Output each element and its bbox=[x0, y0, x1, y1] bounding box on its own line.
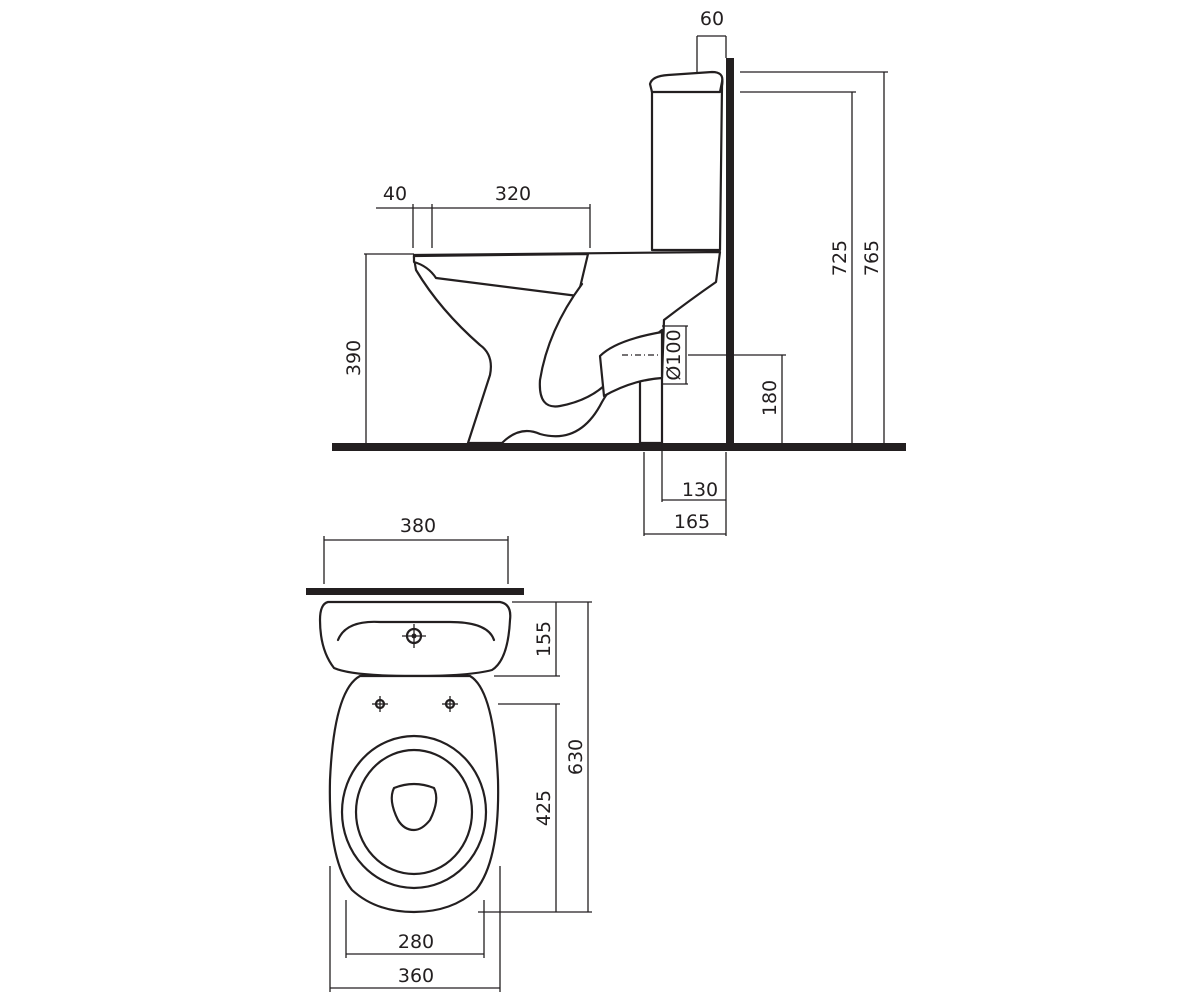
wall-line-top bbox=[306, 588, 524, 595]
dim-outlet-wall-distance-label: 130 bbox=[682, 479, 718, 501]
dim-seat-length-label: 320 bbox=[495, 183, 531, 205]
floor-line bbox=[332, 443, 906, 451]
dim-tank-width-label: 380 bbox=[400, 515, 436, 537]
bowl-opening bbox=[390, 782, 438, 832]
cistern-lid bbox=[648, 70, 724, 94]
dim-tank-thickness-label: 60 bbox=[700, 8, 724, 30]
toilet-seat bbox=[412, 252, 590, 298]
dim-outlet-diameter-label: Ø100 bbox=[663, 329, 685, 380]
dim-tank-depth-label: 155 bbox=[533, 621, 555, 657]
dim-seat-width-label: 280 bbox=[398, 931, 434, 953]
top-view: 380 155 630 425 280 360 bbox=[306, 515, 592, 992]
wall-line bbox=[726, 58, 734, 448]
seat-bolt-left-icon bbox=[372, 696, 388, 712]
dim-seat-offset-label: 40 bbox=[383, 183, 407, 205]
seat-bolt-right-icon bbox=[442, 696, 458, 712]
dim-bowl-width-label: 360 bbox=[398, 965, 434, 987]
dim-tank-height-label: 725 bbox=[829, 240, 851, 276]
dim-total-depth-label: 630 bbox=[565, 739, 587, 775]
dim-total-height-label: 765 bbox=[861, 240, 883, 276]
dim-seat-height-label: 390 bbox=[343, 340, 365, 376]
dim-bowl-depth-label: 425 bbox=[533, 790, 555, 826]
side-view: 60 40 320 390 Ø100 180 725 765 bbox=[332, 8, 906, 536]
dim-base-wall-distance-label: 165 bbox=[674, 511, 710, 533]
cistern-tank bbox=[650, 74, 724, 252]
dim-outlet-height-label: 180 bbox=[759, 380, 781, 416]
